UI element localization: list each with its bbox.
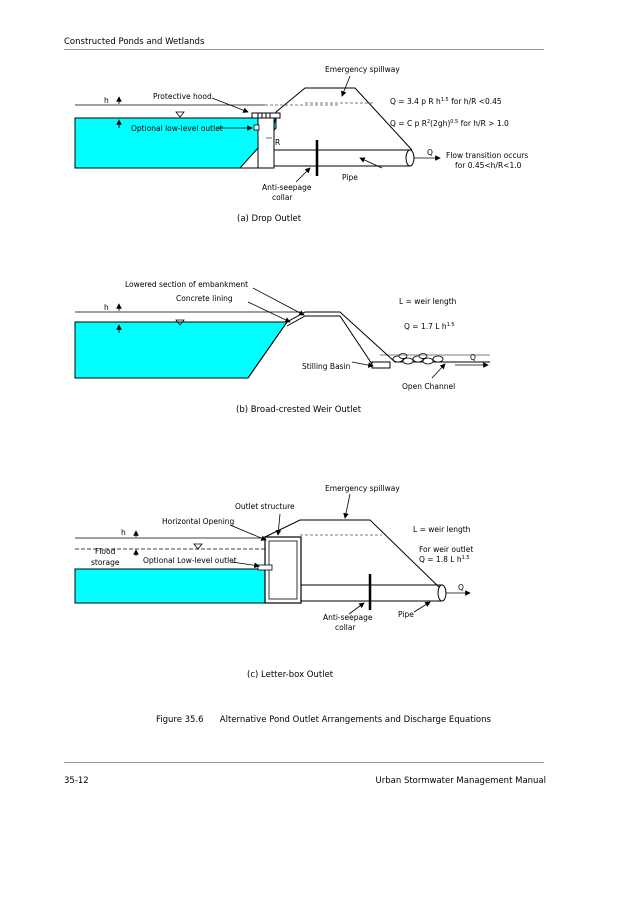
label-weir-length: L = weir length (399, 297, 457, 306)
label-horizontal-opening: Horizontal Opening (162, 517, 235, 526)
label-optional-outlet-c: Optional Low-level outlet (143, 556, 237, 565)
label-emergency-spillway: Emergency spillway (325, 65, 400, 74)
label-flood-1: Flood (95, 547, 116, 556)
panel-letterbox-outlet: Emergency spillway Outlet structure Hori… (74, 484, 473, 680)
panel-drop-outlet: Emergency spillway Protective hood h Opt… (74, 65, 528, 224)
label-h: h (104, 96, 109, 105)
label-h-b: h (104, 303, 109, 312)
label-collar-1: Anti-seepage (262, 183, 312, 192)
label-collar-c-1: Anti-seepage (323, 613, 373, 622)
label-flow-transition-2: for 0.45<h/R<1.0 (455, 161, 522, 170)
label-Q: Q (427, 148, 433, 157)
label-weir-length-c: L = weir length (413, 525, 471, 534)
concrete-lining (286, 315, 390, 365)
label-collar-c-2: collar (335, 623, 356, 632)
outlet-pipe-c (301, 584, 442, 602)
label-flood-2: storage (91, 558, 120, 567)
stilling-basin (371, 361, 391, 369)
label-outlet-structure: Outlet structure (235, 502, 295, 511)
page-number: 35-12 (64, 776, 89, 786)
label-R: R (275, 138, 280, 147)
equation-weir: Q = 1.7 L h1.5 (404, 322, 455, 331)
label-Q-c: Q (458, 583, 464, 592)
label-lowered-section: Lowered section of embankment (125, 280, 248, 289)
letterbox-structure (264, 536, 302, 604)
outlet-pipe (274, 149, 410, 167)
equation-letterbox: Q = 1.8 L h1.5 (419, 555, 470, 564)
equation-2: Q = C p R2(2gh)0.5 for h/R > 1.0 (390, 119, 509, 128)
water-level-symbol (175, 111, 185, 118)
pond-water-c (74, 568, 266, 604)
label-pipe: Pipe (342, 173, 358, 182)
pond-water-b (74, 321, 288, 379)
embankment-c (264, 519, 443, 591)
equation-1: Q = 3.4 p R h1.5 for h/R <0.45 (390, 97, 502, 106)
label-concrete-lining: Concrete lining (176, 294, 233, 303)
header-rule (64, 49, 544, 50)
footer-rule (64, 762, 544, 763)
label-Q-b: Q (470, 353, 476, 362)
label-pipe-c: Pipe (398, 610, 414, 619)
label-optional-outlet: Optional low-level outlet (131, 124, 223, 133)
caption-drop-outlet: (a) Drop Outlet (237, 214, 302, 224)
drop-riser (257, 117, 275, 169)
label-protective-hood: Protective hood (153, 92, 212, 101)
label-emergency-spillway-c: Emergency spillway (325, 484, 400, 493)
caption-weir-outlet: (b) Broad-crested Weir Outlet (236, 405, 362, 415)
manual-title: Urban Stormwater Management Manual (375, 776, 546, 786)
label-weir-outlet: For weir outlet (419, 545, 473, 554)
page-header: Constructed Ponds and Wetlands (64, 37, 205, 47)
rip-rap (392, 353, 444, 365)
label-open-channel: Open Channel (402, 382, 455, 391)
label-stilling-basin: Stilling Basin (302, 362, 351, 371)
label-h-c: h (121, 528, 126, 537)
caption-letterbox-outlet: (c) Letter-box Outlet (247, 670, 334, 680)
panel-weir-outlet: Lowered section of embankment Concrete l… (74, 280, 490, 415)
label-collar-2: collar (272, 193, 293, 202)
figure-caption: Figure 35.6 Alternative Pond Outlet Arra… (156, 715, 492, 725)
label-flow-transition-1: Flow transition occurs (446, 151, 528, 160)
